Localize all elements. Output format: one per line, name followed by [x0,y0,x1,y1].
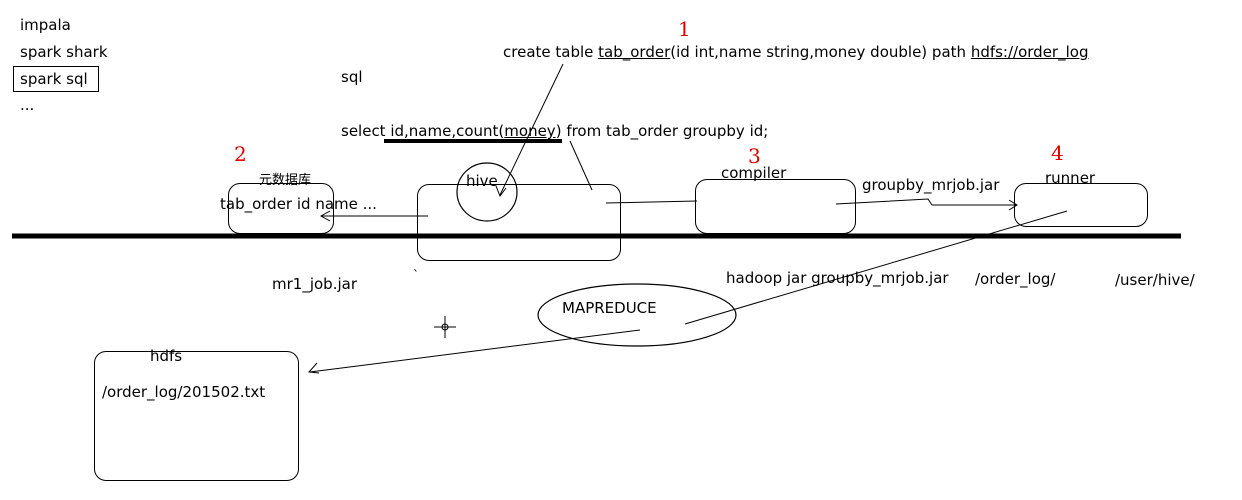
step-number-4: 4 [1051,141,1064,165]
compiler-box [695,179,856,234]
jar-label: groupby_mrjob.jar [862,176,1000,194]
user-hive-dir: /user/hive/ [1115,271,1195,289]
hive-box [417,184,621,261]
select-statement: select id,name,count(money) from tab_ord… [341,122,768,140]
create-table-name: tab_order [598,43,671,61]
order-log-dir: /order_log/ [975,270,1056,288]
hadoop-command: hadoop jar groupby_mrjob.jar [726,269,949,287]
create-schema: (id int,name string,money double) path [670,43,971,61]
hdfs-title: hdfs [150,347,183,365]
runner-box [1014,183,1148,227]
create-pre: create table [503,43,599,61]
hdfs-file: /order_log/201502.txt [102,383,266,401]
engine-spark-sql: spark sql [20,70,88,88]
step-number-1: 1 [678,17,691,41]
line-mapreduce-to-hdfs [309,329,641,373]
sql-label: sql [341,68,363,86]
engine-highlight-box [13,66,99,92]
create-table-statement: create table tab_order(id int,name strin… [503,43,1088,61]
hive-label: hive [466,172,498,190]
step-number-3: 3 [748,144,761,168]
mapreduce-label: MAPREDUCE [562,299,657,317]
select-pre: select [341,122,391,140]
engine-impala: impala [20,16,71,34]
arrowhead-hdfs [307,362,320,374]
line-compiler-to-runner [835,198,1016,206]
engine-spark-shark: spark shark [20,43,108,61]
mr1-job-label: mr1_job.jar [272,275,357,293]
step-number-2: 2 [234,142,247,166]
select-rest: from tab_order groupby id; [561,122,769,140]
select-cols: id,name,count( [390,122,505,140]
tick-mark: ` [413,268,419,282]
runner-label: runner [1045,169,1096,187]
metastore-content: tab_order id name ... [220,195,377,213]
create-path: hdfs://order_log [970,43,1089,61]
crosshair-icon [434,316,456,338]
compiler-label: compiler [721,164,787,182]
select-money: money [504,122,556,140]
line-select-to-hive [569,140,593,191]
hdfs-box [94,351,299,481]
metastore-title: 元数据库 [259,173,312,188]
engine-more: ... [20,96,35,114]
